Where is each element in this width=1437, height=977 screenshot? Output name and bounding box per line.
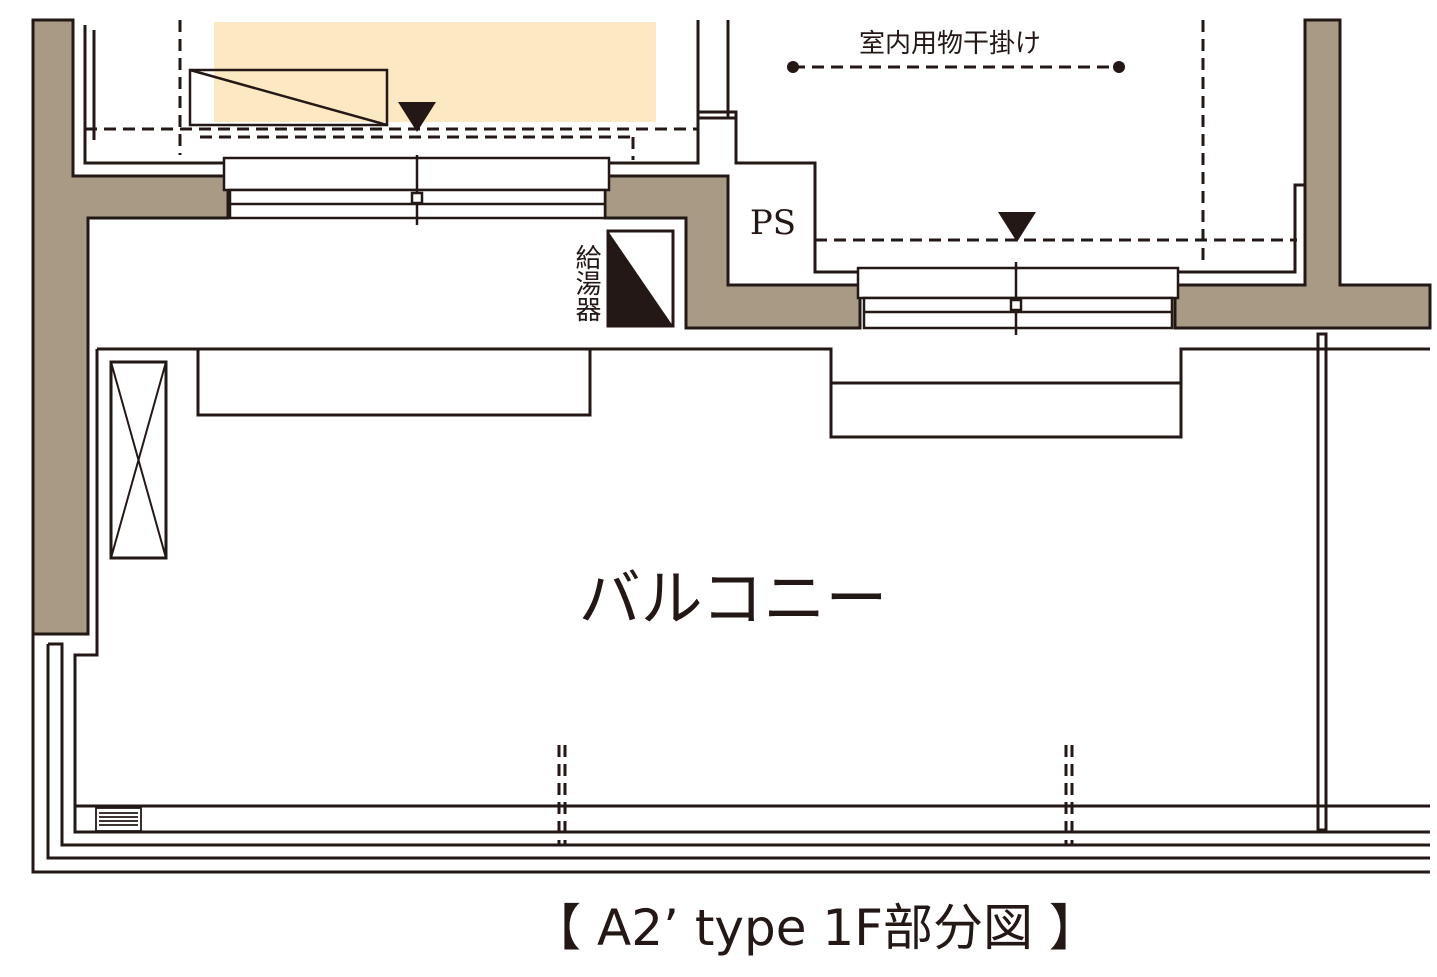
structural-walls <box>31 18 1432 636</box>
window-left <box>222 155 611 225</box>
drying-rack-label: 室内用物干掛け <box>859 29 1041 59</box>
window-marker-right <box>998 212 1036 242</box>
plan-caption: 【 A2’ type 1F部分図 】 <box>531 899 1099 957</box>
counter-fixture <box>188 68 389 127</box>
outdoor-unit-cross <box>110 361 167 559</box>
water-heater-symbol <box>606 229 675 328</box>
dashed-lines <box>85 20 1297 845</box>
window-right <box>856 262 1180 335</box>
drying-rack-end-left <box>787 61 799 73</box>
highlighted-area <box>214 22 656 122</box>
balcony-label: バルコニー <box>579 562 888 635</box>
drain-grate <box>95 807 142 832</box>
drying-rack-end-right <box>1113 61 1125 73</box>
pipe-space-label: PS <box>750 203 796 243</box>
window-marker-left <box>398 102 436 132</box>
water-heater-label: 給湯器 <box>571 244 601 322</box>
wall-lines <box>31 20 1430 874</box>
